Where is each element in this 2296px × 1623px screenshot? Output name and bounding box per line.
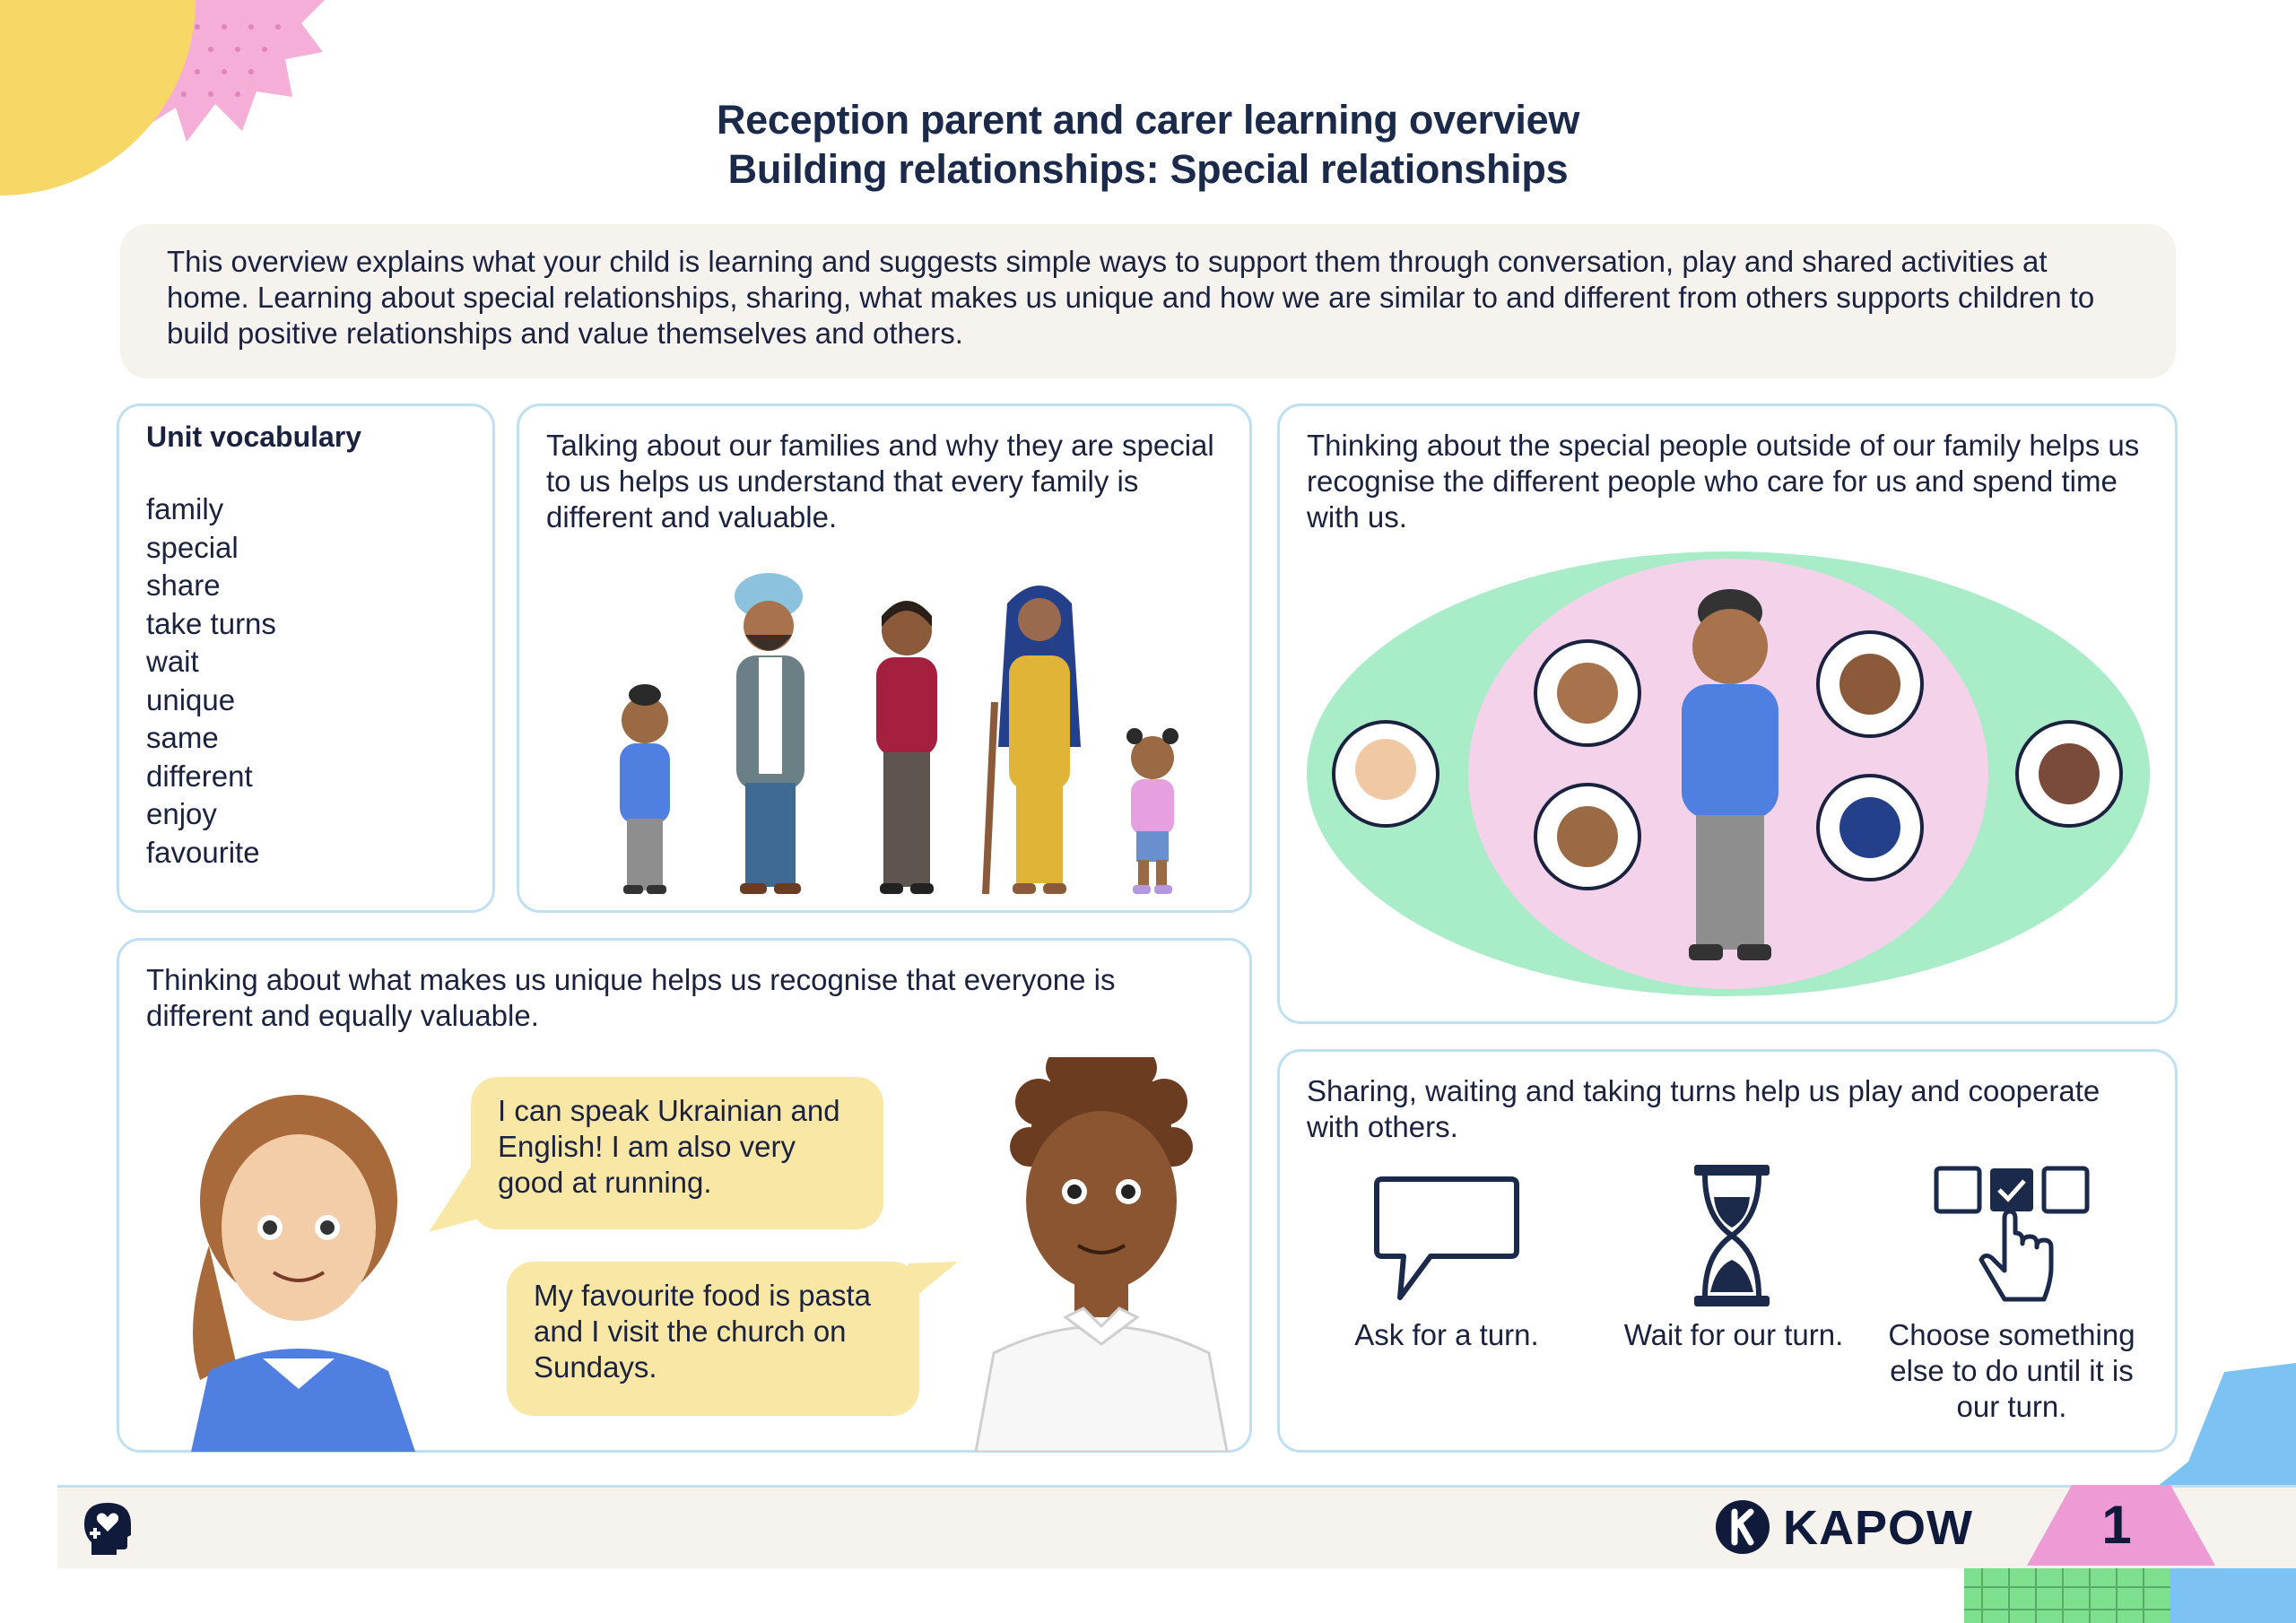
family-illustration xyxy=(620,573,1178,895)
grandmother-figure xyxy=(982,586,1081,895)
bubble-tails xyxy=(429,1156,958,1317)
special-people-card: Thinking about the special people outsid… xyxy=(1277,404,2178,1024)
families-card: Talking about our families and why they … xyxy=(517,404,1252,913)
page-number-tab xyxy=(2027,1485,2215,1566)
boy-illustration xyxy=(974,1057,1229,1452)
sharing-card: Sharing, waiting and taking turns help u… xyxy=(1277,1049,2178,1453)
vocab-word: wait xyxy=(146,645,199,678)
relationship-circles-diagram xyxy=(1307,551,2150,996)
vocab-word: family xyxy=(146,492,224,525)
unique-text: Thinking about what makes us unique help… xyxy=(146,963,1116,1032)
vocab-word: favourite xyxy=(146,835,260,869)
vocab-word: take turns xyxy=(146,606,276,640)
head-heart-icon xyxy=(84,1503,131,1555)
hourglass-icon xyxy=(1694,1165,1770,1306)
speech-bubble-ukrainian: I can speak Ukrainian and English! I am … xyxy=(471,1077,883,1229)
families-text: Talking about our families and why they … xyxy=(546,429,1214,534)
unique-card: Thinking about what makes us unique help… xyxy=(117,938,1252,1453)
vocab-word: different xyxy=(146,759,253,793)
girl-figure xyxy=(1126,728,1178,894)
vocab-word: share xyxy=(146,568,221,602)
green-grid-decoration xyxy=(1964,1567,2170,1623)
page-subtitle: Building relationships: Special relation… xyxy=(727,146,1569,192)
vocab-word: unique xyxy=(146,682,236,716)
footer-bar xyxy=(57,1485,2296,1568)
vocab-word: special xyxy=(146,530,239,564)
vocabulary-card: Unit vocabulary family special share tak… xyxy=(117,404,495,913)
speech-bubble-pasta: My favourite food is pasta and I visit t… xyxy=(507,1262,919,1416)
boy-figure xyxy=(620,684,670,894)
choose-finger-icon xyxy=(1934,1166,2090,1302)
central-child-figure xyxy=(1682,589,1779,960)
speech-bubble-icon xyxy=(1374,1176,1519,1300)
sun-decoration xyxy=(0,0,325,195)
vocabulary-title: Unit vocabulary xyxy=(146,421,362,453)
father-figure xyxy=(735,573,804,894)
page-number: 1 xyxy=(2101,1495,2132,1555)
girl-illustration xyxy=(191,1095,415,1452)
vocab-word: enjoy xyxy=(146,797,217,830)
mother-figure xyxy=(876,601,937,894)
sharing-caption: Choose something else to do until it is … xyxy=(1888,1318,2135,1423)
page-title: Reception parent and carer learning over… xyxy=(716,97,1580,143)
sharing-text: Sharing, waiting and taking turns help u… xyxy=(1307,1074,2100,1143)
sharing-caption: Wait for our turn. xyxy=(1623,1318,1844,1351)
brand-name: KAPOW xyxy=(1783,1501,1973,1555)
kapow-logo-icon xyxy=(1716,1500,1770,1554)
vocab-word: same xyxy=(146,721,219,754)
vocabulary-list: family special share take turns wait uni… xyxy=(146,490,276,872)
sharing-caption: Ask for a turn. xyxy=(1354,1318,1539,1351)
special-people-text: Thinking about the special people outsid… xyxy=(1307,429,2140,534)
avatar xyxy=(1332,630,2123,890)
intro-panel: This overview explains what your child i… xyxy=(120,224,2176,378)
